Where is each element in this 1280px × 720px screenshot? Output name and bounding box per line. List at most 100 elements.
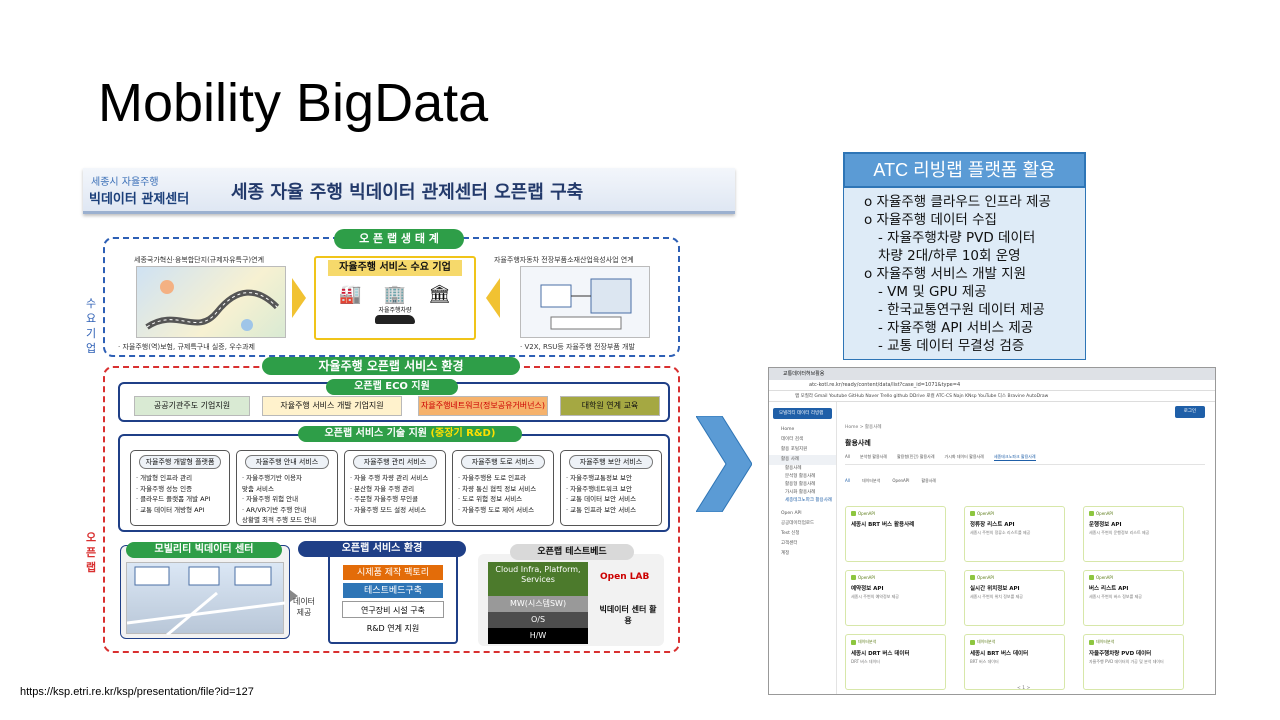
logo-line-1: 세종시 자율주행 — [91, 177, 159, 188]
sidebar-item[interactable]: Test 신청 — [781, 531, 800, 536]
card-tag: 데이터분석 — [1096, 639, 1115, 644]
tech-column: 자율주행 보안 서비스 · 자율주행교통정보 보안 · 자율주행네트워크 보안 … — [560, 450, 662, 526]
sidebar-item[interactable]: 활용 사례 — [769, 455, 836, 465]
stack-os: O/S — [488, 612, 588, 628]
tech-line: · 주문형 자율주행 무인콜 — [350, 495, 419, 503]
card-title: 정류장 리스트 API — [970, 522, 1015, 528]
tech-column-head: 자율주행 관리 서비스 — [353, 455, 437, 469]
sidebar-subitem[interactable]: 활용사례 — [785, 466, 802, 471]
breadcrumb: Home > 활용사례 — [845, 425, 882, 430]
tech-line: · 자율 주행 차량 관리 서비스 — [350, 474, 429, 482]
car-icon — [375, 315, 415, 324]
filter-all[interactable]: All — [845, 478, 850, 483]
arrow-right-icon — [290, 590, 298, 602]
data-icon — [970, 639, 975, 645]
factory-icon: 🏭 — [339, 284, 362, 305]
right-caption: 자율주행자동차 전장부품소재산업육성사업 연계 — [494, 256, 634, 264]
tech-line: · 자율주행 위험 안내 — [242, 495, 299, 503]
tab-all[interactable]: All — [845, 454, 850, 459]
sidebar-subitem[interactable]: 가시화 활용사례 — [785, 490, 816, 495]
figure-header: 세종시 자율주행 빅데이터 관제센터 세종 자율 주행 빅데이터 관제센터 오픈… — [83, 168, 735, 214]
mobility-center-pill: 모빌리티 빅데이터 센터 — [126, 542, 282, 558]
tab-analysis[interactable]: 분석형 활용사례 — [859, 454, 887, 459]
data-provide-label: 데이터 제공 — [292, 597, 316, 617]
filter-analysis[interactable]: 데이터분석 — [861, 478, 881, 483]
tech-line: · 자율주행기반 이용자 — [242, 474, 303, 482]
tech-line: · 자율주행 도로 제어 서비스 — [458, 505, 535, 514]
tech-support-label: 오픈랩 서비스 기술 지원 — [324, 428, 427, 439]
tech-column-head: 자율주행 개발형 플랫폼 — [139, 455, 221, 469]
card-title: 세종시 BRT 버스 데이터 — [970, 651, 1029, 657]
address-bar[interactable]: atc-kotl.re.kr/ready/content/data/list?c… — [769, 380, 1215, 391]
atc-body: o 자율주행 클라우드 인프라 제공 o 자율주행 데이터 수집 - 자율주행차… — [843, 186, 1086, 360]
tech-column-head: 자율주행 도로 서비스 — [461, 455, 545, 469]
stack-cloud: Cloud Infra, Platform, Services — [488, 562, 588, 596]
data-icon — [1089, 639, 1094, 645]
tech-line: · 개발형 인프라 관리 — [136, 474, 193, 482]
sidebar-subitem[interactable]: 세종테크노파크 활용사례 — [785, 498, 832, 503]
card-title: 세종시 DRT 버스 데이터 — [851, 651, 910, 657]
card-desc: 세종시 주변의 위치 정보를 제공 — [970, 594, 1023, 599]
card-tag: OpenAPI — [1096, 511, 1114, 516]
card-title: 버스 리스트 API — [1089, 586, 1129, 592]
sidebar-item[interactable]: 고객센터 — [781, 541, 798, 546]
tech-column: 자율주행 도로 서비스 · 자율주행용 도로 인프라 · 차량 통신 협력 정보… — [452, 450, 554, 526]
sidebar-item[interactable]: 계정 — [781, 551, 790, 556]
tech-column-head: 자율주행 안내 서비스 — [245, 455, 329, 469]
tech-columns: 자율주행 개발형 플랫폼 · 개발형 인프라 관리 · 자율주행 성능 인증 ·… — [130, 450, 662, 526]
card-desc: 자율주행 PVD 데이터의 가공 및 분석 데이터 — [1089, 659, 1164, 664]
chevron-left-icon — [486, 278, 500, 318]
atc-line: - 자율주행 API 서비스 제공 — [878, 320, 1034, 336]
tab-bar: All 분석형 활용사례 활용형(민간) 활용사례 가시화 데이터 활용사례 세… — [845, 454, 1205, 465]
openapi-icon — [1089, 575, 1094, 580]
card-title: 운행정보 API — [1089, 522, 1122, 528]
card-tag: 데이터분석 — [977, 639, 996, 644]
eco-item-2: 자율주행 서비스 개발 기업지원 — [262, 396, 402, 416]
tab-sejong[interactable]: 세종테크노파크 활용사례 — [993, 454, 1036, 461]
bigdata-center-use-label: 빅데이터 센터 활용 — [599, 605, 657, 625]
sidebar-brand[interactable]: 모빌리티 데이터 리빙랩 — [773, 408, 832, 419]
card-title: 예약정보 API — [851, 586, 884, 592]
sidebar-item[interactable]: 활용 포털지원 — [781, 447, 808, 452]
tech-line: · 클라우드 플랫폼 개발 API — [136, 495, 211, 503]
sidebar-subitem[interactable]: 분석형 활용사례 — [785, 474, 816, 479]
sidebar-item[interactable]: Open API — [781, 511, 802, 516]
tech-line: 상황별 최적 주행 모드 안내 — [242, 516, 317, 524]
tab-visual[interactable]: 가시화 데이터 활용사례 — [944, 454, 984, 459]
env-item-equipment: 연구장비 시설 구축 — [342, 601, 444, 618]
eco-item-3: 자율주행네트워크(정보공유거버넌스) — [418, 396, 548, 416]
sidebar-item[interactable]: 공공데이터업로드 — [781, 521, 815, 526]
tech-line: · 자율주행 모드 설정 서비스 — [350, 505, 427, 514]
atc-line: - 한국교통연구원 데이터 제공 — [878, 302, 1045, 318]
browser-tab[interactable]: 교통데이터허브활용 — [769, 368, 1215, 380]
card-desc: BRT 버스 데이터 — [970, 659, 999, 664]
bookmarks-bar[interactable]: 앱 모질라 Gmail Youtube GitHub Naver Trello … — [769, 391, 1215, 402]
filter-openapi[interactable]: OpenAPI — [892, 478, 910, 483]
pagination[interactable]: < 1 > — [1017, 686, 1031, 691]
tech-column: 자율주행 관리 서비스 · 자율 주행 차량 관리 서비스 · 분산형 자율 주… — [344, 450, 446, 526]
sidebar-item[interactable]: 데이터 검색 — [781, 437, 804, 442]
eco-support-pill: 오픈랩 ECO 지원 — [326, 379, 458, 395]
sidebar-item[interactable]: Home — [781, 427, 795, 432]
atc-lines: o 자율주행 클라우드 인프라 제공 o 자율주행 데이터 수집 - 자율주행차… — [844, 187, 1085, 355]
ecosystem-pill: 오 픈 랩 생 태 계 — [334, 229, 464, 249]
car-label: 자율주행차량 — [378, 307, 412, 314]
tech-column: 자율주행 안내 서비스 · 자율주행기반 이용자 맞춤 서비스 · 자율주행 위… — [236, 450, 338, 526]
login-button[interactable]: 로그인 — [1175, 406, 1205, 418]
tab-private[interactable]: 활용형(민간) 활용사례 — [897, 454, 935, 459]
atc-line: - VM 및 GPU 제공 — [878, 284, 987, 300]
filter-case[interactable]: 활용사례 — [921, 478, 937, 483]
openapi-icon — [970, 575, 975, 580]
sidebar-subitem[interactable]: 활용형 활용사례 — [785, 482, 816, 487]
env-item-rnd: R&D 연계 지원 — [366, 624, 420, 633]
card-tag: 데이터분석 — [858, 639, 877, 644]
